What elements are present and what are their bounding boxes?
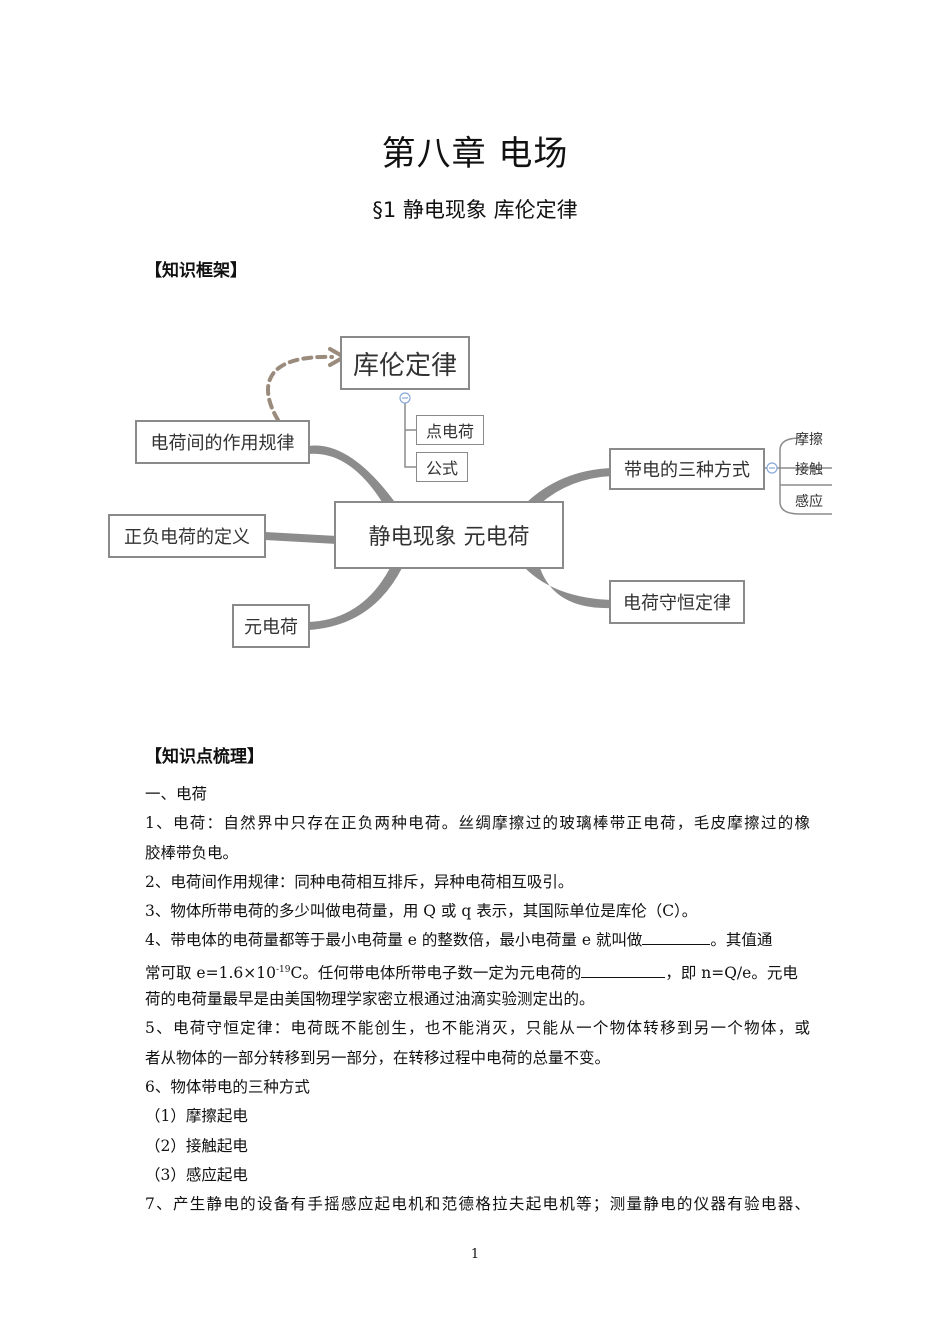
branch-rules (308, 445, 397, 505)
top-child-point-charge: 点电荷 (416, 415, 484, 445)
text-line: 2、电荷间作用规律：同种电荷相互排斥，异种电荷相互吸引。 (145, 872, 574, 891)
fill-blank[interactable] (581, 961, 666, 978)
top-children-connector (404, 400, 416, 468)
text-line: 一、电荷 (145, 785, 208, 803)
text-line: 5、电荷守恒定律：电荷既不能创生，也不能消灭，只能从一个物体转移到另一个物体，或 (145, 1019, 810, 1038)
method-contact: 接触 (795, 462, 823, 478)
mind-map-connectors (265, 347, 832, 630)
text-line: （1）摩擦起电 (145, 1107, 248, 1126)
branch-definition (265, 532, 337, 544)
chapter-title: 第八章 电场 (381, 134, 569, 174)
text-line: （2）接触起电 (145, 1136, 248, 1155)
top-node: 库伦定律 (340, 336, 470, 390)
text-line: 4、带电体的电荷量都等于最小电荷量 e 的整数倍，最小电荷量 e 就叫做。其值通 (145, 926, 810, 955)
methods-bracket (779, 437, 801, 515)
top-child-formula: 公式 (416, 452, 468, 482)
method-friction: 摩擦 (795, 432, 823, 448)
framework-heading: 【知识框架】 (145, 261, 247, 281)
text-line: 7、产生静电的设备有手摇感应起电机和范德格拉夫起电机等；测量静电的仪器有验电器、 (145, 1195, 810, 1214)
fill-blank[interactable] (642, 928, 711, 946)
text-line: 荷的电荷量最早是由美国物理学家密立根通过油滴实验测定出的。 (145, 990, 595, 1009)
text-line: 6、物体带电的三种方式 (145, 1077, 310, 1096)
points-heading: 【知识点梳理】 (145, 747, 264, 767)
left-node-rules: 电荷间的作用规律 (135, 420, 310, 464)
page-number: 1 (470, 1247, 480, 1262)
section-title: §1 静电现象 库伦定律 (372, 198, 578, 222)
method-induction: 感应 (795, 494, 823, 510)
dashed-arrow (266, 354, 334, 422)
text-line: 者从物体的一部分转移到另一部分，在转移过程中电荷的总量不变。 (145, 1048, 611, 1067)
branch-methods (525, 468, 612, 504)
branch-conservation (525, 568, 612, 609)
mind-map: 静电现象 元电荷 库伦定律 点电荷 公式 电荷间的作用规律 正负电荷的定义 元电… (100, 320, 840, 660)
left-node-elementary: 元电荷 (232, 604, 310, 648)
center-node: 静电现象 元电荷 (334, 501, 564, 569)
right-node-methods: 带电的三种方式 (609, 448, 765, 490)
knowledge-points: 一、电荷 1、电荷：自然界中只存在正负两种电荷。丝绸摩擦过的玻璃棒带正电荷，毛皮… (145, 780, 810, 1219)
text-line: 3、物体所带电荷的多少叫做电荷量，用 Q 或 q 表示，其国际单位是库伦（C）。 (145, 902, 698, 921)
text-line: （3）感应起电 (145, 1165, 248, 1184)
text-line: 胶棒带负电。 (145, 843, 239, 862)
right-node-conservation: 电荷守恒定律 (609, 580, 745, 624)
text-line: 1、电荷：自然界中只存在正负两种电荷。丝绸摩擦过的玻璃棒带正电荷，毛皮摩擦过的橡 (145, 814, 810, 833)
left-node-definition: 正负电荷的定义 (108, 514, 266, 558)
text-line: 常可取 e=1.6×10-19C。任何带电体所带电子数一定为元电荷的，即 n=Q… (145, 956, 810, 985)
branch-elementary (308, 568, 402, 630)
